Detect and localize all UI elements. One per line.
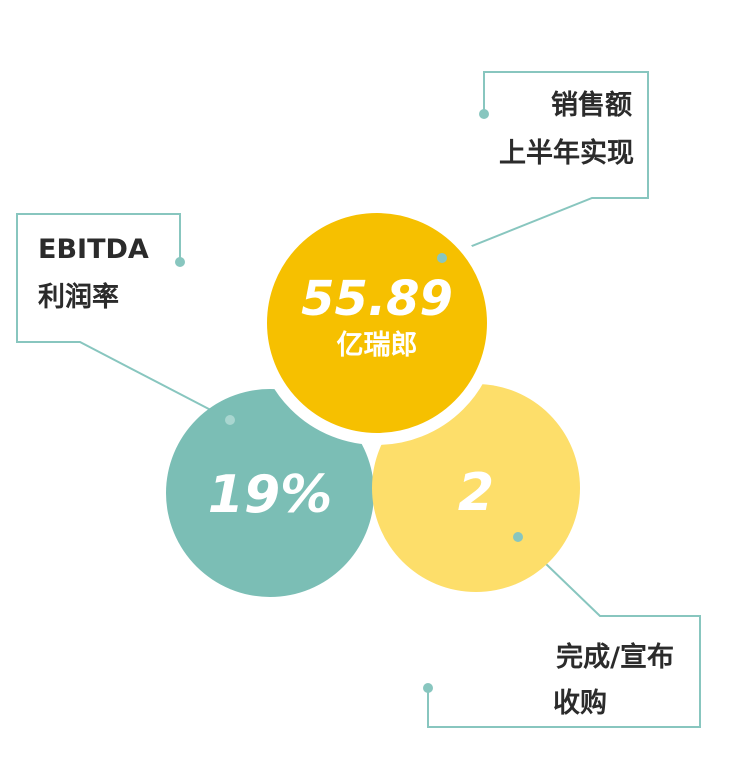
acq-circle (372, 384, 580, 592)
sales-label-line2: 上半年实现 (499, 138, 634, 169)
acq-value: 2 (457, 463, 495, 523)
sales-callout-dot-top (479, 109, 489, 119)
sales-label-line1: 销售额 (551, 90, 632, 121)
ebitda-callout-box (16, 213, 231, 421)
sales-callout-box (441, 71, 649, 259)
ebitda-label-line1: EBITDA (38, 234, 149, 265)
ebitda-circle (166, 389, 374, 597)
ebitda-label-line2: 利润率 (38, 282, 119, 313)
acq-callout-box (427, 536, 701, 728)
acq-callout-dot-bottom (423, 683, 433, 693)
acq-connector-dot (513, 532, 523, 542)
sales-unit: 亿瑞郎 (336, 330, 418, 361)
sales-connector-dot (437, 253, 447, 263)
ebitda-connector-dot (225, 415, 235, 425)
ebitda-callout-dot-top (175, 257, 185, 267)
acq-label-line2: 收购 (553, 688, 607, 719)
acq-label-line1: 完成/宣布 (556, 642, 674, 673)
ebitda-value: 19% (207, 465, 333, 525)
sales-circle (255, 201, 499, 445)
sales-value: 55.89 (301, 271, 453, 327)
